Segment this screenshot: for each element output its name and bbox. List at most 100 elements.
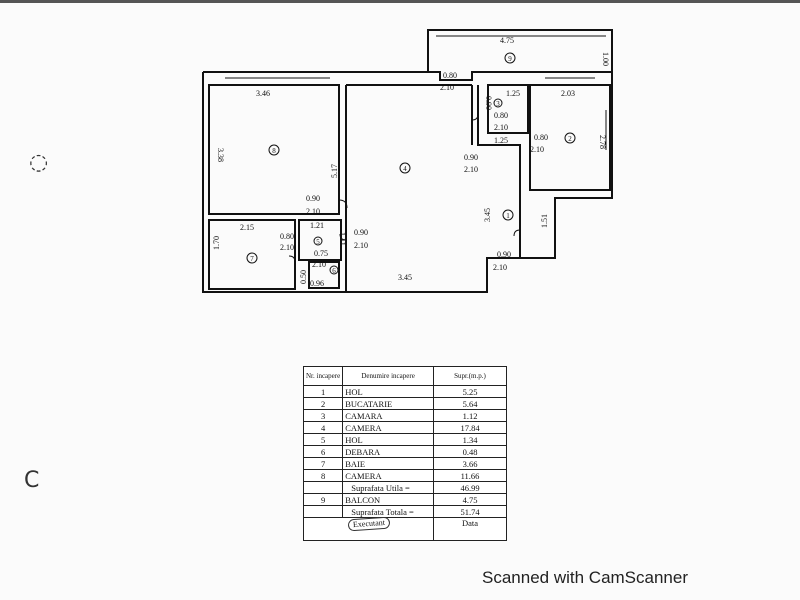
dim-room3-door-h: 2.10 [494,123,508,132]
signature-row: Executant Data [303,516,507,541]
col-name: Denumire incapere [342,366,434,386]
cell-area: 0.48 [433,445,507,458]
dim-room5-door-h: 2.10 [312,260,326,269]
cell-name: BAIE [342,457,434,470]
cell-nr: 6 [302,445,344,458]
room-number-7: 7 [250,255,254,263]
outer-wall [202,71,613,293]
cell-name: BUCATARIE [342,397,434,410]
room-schedule-table: Nr. incapere Denumire incapere Supr.(m.p… [302,366,507,541]
dim-room5-door-w: 0.75 [314,249,328,258]
cell-area: 5.64 [433,397,507,410]
dim-room4-h: 5.17 [330,164,339,178]
dim-room8-h: 3.38 [216,148,225,162]
dim-room8-door-w: 0.90 [306,194,320,203]
dim-room4-door-w: 0.90 [354,228,368,237]
total-area-row: Suprafata Totala = 51.74 [302,505,507,518]
dim-room7-w: 2.15 [240,223,254,232]
dim-top-door-h: 2.10 [440,83,454,92]
dim-room8-door-d: 1.21 [310,221,324,230]
floor-plan: 9 2 3 4 5 6 7 8 1 4.75 1.00 0.80 2.10 3.… [202,29,613,293]
cell-area: 3.66 [433,457,507,470]
dim-room2-door-h: 2.10 [530,145,544,154]
scanner-watermark: Scanned with CamScanner [482,568,689,587]
room-number-2: 2 [568,135,572,143]
cell-name: CAMERA [342,469,434,482]
date-label: Data [433,517,507,541]
total-area-label: Suprafata Totala = [342,505,434,518]
cell-name: HOL [342,385,434,398]
cell-name: BALCON [342,493,434,506]
cell-nr: 8 [302,469,344,482]
cell-area: 1.34 [433,433,507,446]
dim-room2-w: 2.03 [561,89,575,98]
dim-hall1-side: 1.51 [540,214,549,228]
cell-nr: 9 [302,493,344,506]
room-7-outline [208,219,296,290]
room-8-outline [208,84,340,215]
dim-room8-door-h: 2.10 [306,207,320,216]
cell-area: 17.84 [433,421,507,434]
cell-name: CAMARA [342,409,434,422]
table-header-row: Nr. incapere Denumire incapere Supr.(m.p… [302,366,507,386]
dim-room3-w: 1.25 [506,89,520,98]
util-area-value: 46.99 [433,481,507,494]
dim-room7-door-w: 0.80 [280,232,294,241]
room-number-3: 3 [496,100,500,108]
room-2-outline [529,84,611,191]
dim-room6-w: 0.96 [310,279,324,288]
col-nr: Nr. incapere [302,366,344,386]
scan-top-edge [0,0,800,3]
cell-nr: 3 [302,409,344,422]
punch-hole-icon: ◌ [29,150,49,175]
cell-nr: 7 [302,457,344,470]
cell-name: CAMERA [342,421,434,434]
dim-room8-w: 3.46 [256,89,270,98]
dim-room5-h: 1.11 [338,232,347,246]
dim-room4-w: 3.45 [398,273,412,282]
dim-balcony-h: 1.00 [601,52,610,66]
cell-area: 1.12 [433,409,507,422]
dim-room4-door-h: 2.10 [354,241,368,250]
room-number-4: 4 [403,165,407,173]
dim-room3-h: 1.25 [494,136,508,145]
room-5-outline [298,219,342,261]
table-row: 9 BALCON 4.75 [302,493,507,506]
dim-room3-d: 0.90 [484,96,493,110]
room-markers [246,52,576,275]
room-number-1: 1 [506,212,510,220]
cell-nr: 4 [302,421,344,434]
col-area: Supr.(m.p.) [433,366,507,386]
room-6-outline [308,261,340,289]
dim-room7-door-h: 2.10 [280,243,294,252]
util-area-label: Suprafata Utila = [342,481,434,494]
dim-room6-h: 0.50 [299,270,308,284]
punch-hole-icon: C [24,468,40,493]
dim-room2-door-w: 0.80 [534,133,548,142]
total-area-value: 51.74 [433,505,507,518]
executant-stamp: Executant [347,516,390,532]
cell-area: 11.66 [433,469,507,482]
room-3-outline [487,84,529,134]
dim-room7-h: 1.70 [212,236,221,250]
dim-entry-door-h: 2.10 [493,263,507,272]
dim-room2-h: 2.78 [598,135,607,149]
dim-balcony-w: 4.75 [500,36,514,45]
dim-entry-door-w: 0.90 [497,250,511,259]
cell-nr: 5 [302,433,344,446]
balcony-outline [427,29,613,72]
dim-room3-door-w: 0.80 [494,111,508,120]
dim-hall1-door-w: 0.90 [464,153,478,162]
room-number-5: 5 [316,238,320,246]
util-area-row: Suprafata Utila = 46.99 [302,481,507,494]
cell-nr: 2 [302,397,344,410]
cell-area: 5.25 [433,385,507,398]
room-number-8: 8 [272,147,276,155]
room-number-9: 9 [508,55,512,63]
